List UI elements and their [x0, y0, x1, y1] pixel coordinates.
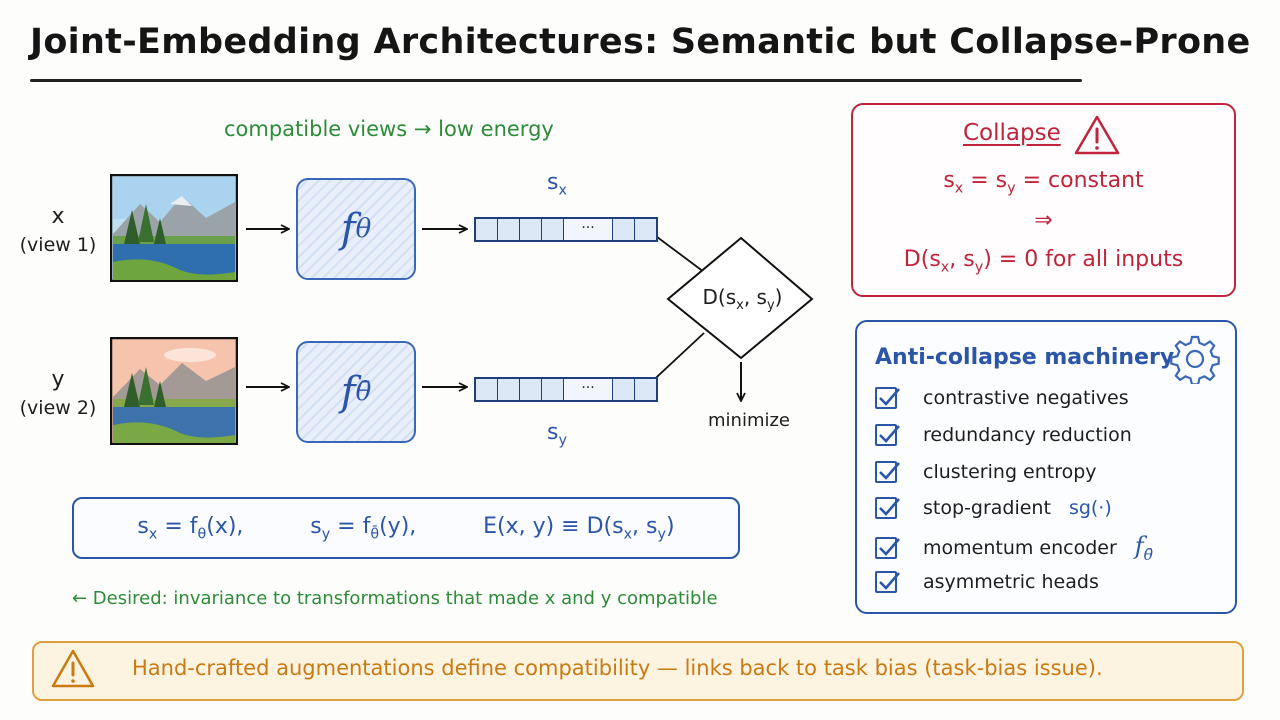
- input-view-y: (view 2): [19, 397, 97, 419]
- gear-icon: [1170, 335, 1220, 384]
- formula-energy: E(x, y) ≡ D(sx, sy): [483, 513, 675, 543]
- encoder-f-theta-subscript: θ: [355, 214, 372, 244]
- checkbox-icon: [875, 387, 900, 409]
- anti-item-redundancy: redundancy reduction: [875, 424, 1132, 446]
- formula-box: sx = fθ(x), sy = fθ̄(y), E(x, y) ≡ D(sx,…: [72, 497, 740, 559]
- input-var-y: y: [51, 367, 65, 392]
- formula-sy: sy = fθ̄(y),: [310, 513, 417, 543]
- embedding-vector-sy: ···: [474, 377, 658, 402]
- landscape-image-view-2: [110, 337, 238, 445]
- landscape-image-view-1: [110, 174, 238, 282]
- anti-collapse-panel: [855, 320, 1237, 614]
- collapse-panel: [851, 103, 1236, 297]
- collapse-implies: ⇒: [1034, 208, 1053, 233]
- input-var-x: x: [51, 204, 65, 229]
- anti-item-momentum: momentum encoder fθ̄: [875, 532, 1153, 564]
- embedding-label-sy: sy: [547, 420, 567, 449]
- input-view-x: (view 1): [19, 234, 97, 256]
- anti-item-stop-gradient: stop-gradient sg(·): [875, 497, 1112, 519]
- stop-gradient-notation: sg(·): [1068, 497, 1112, 519]
- encoder-f-theta-bar-symbol: f: [340, 369, 356, 415]
- distance-label: D(sx, sy): [702, 285, 783, 313]
- distance-diamond: [666, 236, 814, 360]
- checkbox-icon: [875, 497, 900, 519]
- desired-invariance-note: ← Desired: invariance to transformations…: [72, 588, 718, 609]
- checkbox-icon: [875, 571, 900, 593]
- compatible-annotation: compatible views → low energy: [224, 117, 554, 141]
- encoder-f-theta-bar-subscript: θ̄: [355, 377, 372, 407]
- anti-collapse-title: Anti-collapse machinery: [875, 345, 1175, 370]
- collapse-equation: sx = sy = constant: [943, 168, 1144, 197]
- minimize-label: minimize: [708, 410, 791, 431]
- title-underline: [30, 79, 1082, 82]
- input-label-x: x (view 1): [8, 203, 108, 259]
- input-label-y: y (view 2): [8, 366, 108, 422]
- embedding-sx-dots: ···: [564, 219, 613, 240]
- embedding-sy-dots: ···: [564, 379, 613, 400]
- embedding-label-sx: sx: [547, 170, 567, 199]
- warning-icon: [51, 649, 95, 688]
- checkbox-icon: [875, 424, 900, 446]
- encoder-f-theta-symbol: f: [340, 206, 356, 252]
- anti-item-clustering: clustering entropy: [875, 461, 1097, 483]
- embedding-vector-sx: ···: [474, 217, 658, 242]
- anti-item-contrastive: contrastive negatives: [875, 387, 1129, 409]
- task-bias-banner: [32, 641, 1244, 701]
- page-title: Joint-Embedding Architectures: Semantic …: [30, 22, 1251, 62]
- momentum-encoder-notation: fθ̄: [1134, 532, 1154, 564]
- warning-icon: [1074, 115, 1120, 155]
- banner-text: Hand-crafted augmentations define compat…: [132, 656, 1103, 680]
- checkbox-icon: [875, 536, 900, 559]
- formula-sx: sx = fθ(x),: [137, 513, 244, 543]
- anti-item-asymmetric: asymmetric heads: [875, 571, 1099, 593]
- collapse-title: Collapse: [963, 120, 1061, 146]
- collapse-consequence: D(sx, sy) = 0 for all inputs: [903, 247, 1184, 276]
- checkbox-icon: [875, 461, 900, 483]
